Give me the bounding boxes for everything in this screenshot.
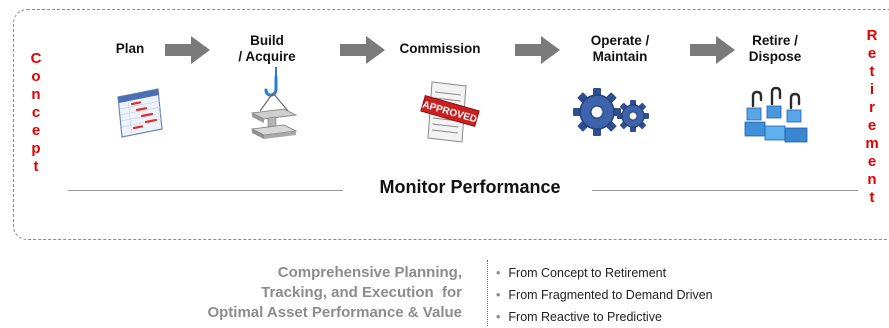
vertical-letter: e xyxy=(867,153,877,170)
approved-document-icon: APPROVED xyxy=(420,81,480,143)
monitor-line-right xyxy=(592,190,858,191)
crane-hook-beam-icon xyxy=(250,67,298,139)
lifecycle-frame xyxy=(13,9,889,240)
stage-plan-label: Plan xyxy=(115,41,145,56)
gears-icon xyxy=(573,88,649,136)
summary-divider xyxy=(487,260,488,326)
bullet-dot-icon: • xyxy=(496,310,501,324)
vertical-letter: C xyxy=(30,50,42,67)
vertical-letter: c xyxy=(31,104,41,121)
vertical-letter: o xyxy=(31,68,41,85)
bullet-item: • From Fragmented to Demand Driven xyxy=(496,284,713,306)
stage-build-label: Build / Acquire xyxy=(238,33,296,64)
bullet-text: From Fragmented to Demand Driven xyxy=(508,288,713,302)
vertical-letter: e xyxy=(867,45,877,62)
monitor-line-left xyxy=(68,190,343,191)
gantt-chart-icon xyxy=(117,88,163,138)
summary-headline: Comprehensive Planning, Tracking, and Ex… xyxy=(100,263,462,323)
stage-commission-label: Commission xyxy=(399,41,481,56)
summary-headline-line: Optimal Asset Performance & Value xyxy=(207,304,462,321)
stage-operate-label: Operate / Maintain xyxy=(590,33,650,64)
vertical-letter: e xyxy=(867,117,877,134)
arrow-right-icon xyxy=(340,36,385,64)
vertical-letter: p xyxy=(31,140,41,157)
bullet-dot-icon: • xyxy=(496,288,501,302)
arrow-right-icon xyxy=(690,36,735,64)
vertical-letter: m xyxy=(865,135,879,152)
vertical-letter: r xyxy=(869,99,875,116)
stage-retire-label: Retire / Dispose xyxy=(748,33,802,64)
vertical-letter: t xyxy=(33,158,39,175)
blocks-removal-icon xyxy=(744,86,808,143)
bullet-text: From Concept to Retirement xyxy=(508,266,667,280)
arrow-right-icon xyxy=(515,36,560,64)
vertical-letter: e xyxy=(31,122,41,139)
vertical-letter: n xyxy=(867,171,877,188)
vertical-letter: i xyxy=(869,81,875,98)
summary-bullet-list: • From Concept to Retirement • From Fragme… xyxy=(496,262,713,328)
bullet-item: • From Concept to Retirement xyxy=(496,262,713,284)
bullet-item: • From Reactive to Predictive xyxy=(496,306,713,328)
vertical-letter: t xyxy=(869,63,875,80)
monitor-performance-label: Monitor Performance xyxy=(379,177,561,197)
summary-headline-line: Tracking, and Execution for xyxy=(261,284,462,301)
vertical-letter: n xyxy=(31,86,41,103)
bullet-dot-icon: • xyxy=(496,266,501,280)
bullet-text: From Reactive to Predictive xyxy=(508,310,662,324)
vertical-letter: t xyxy=(869,189,875,206)
arrow-right-icon xyxy=(165,36,210,64)
vertical-letter: R xyxy=(866,27,878,44)
summary-headline-line: Comprehensive Planning, xyxy=(277,264,462,281)
